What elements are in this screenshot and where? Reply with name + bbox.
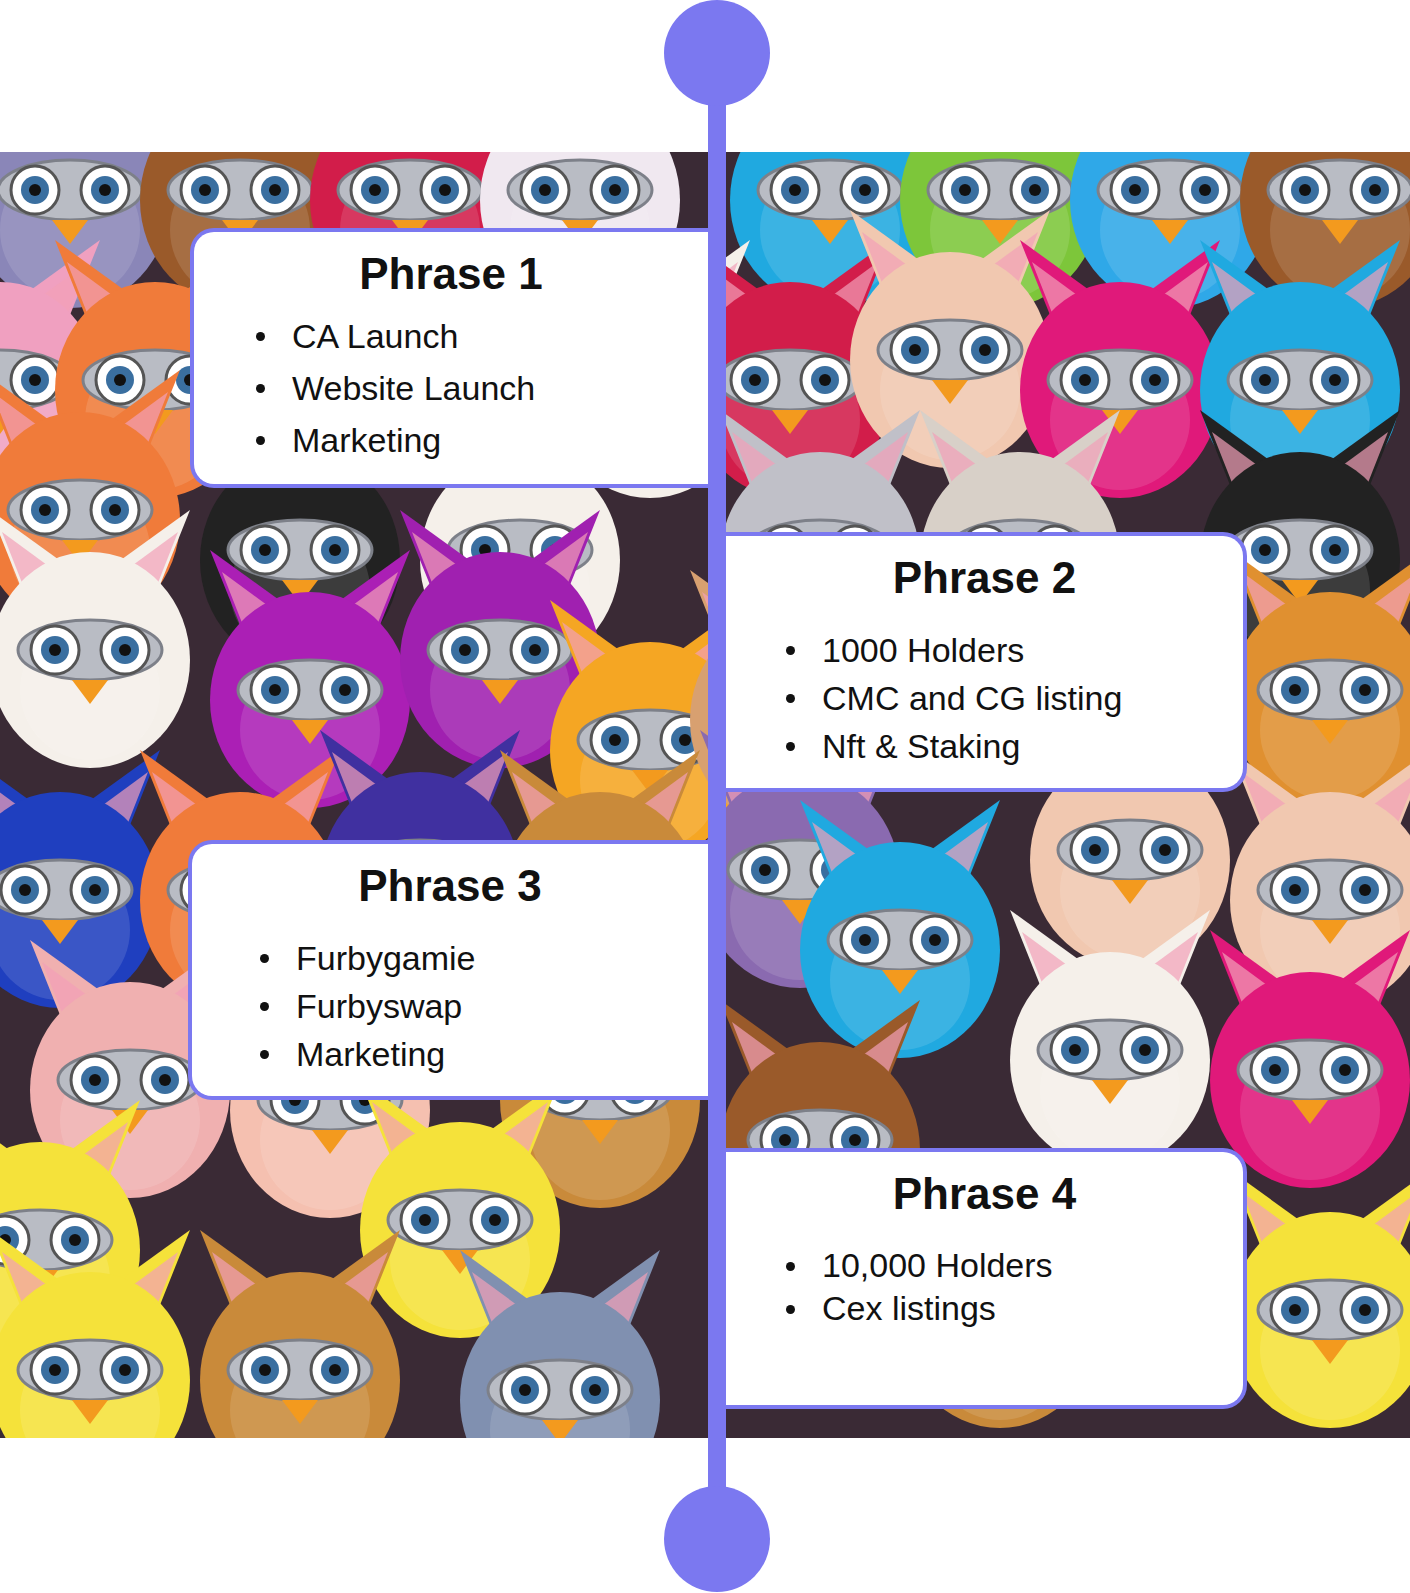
milestone-text: Marketing (296, 1035, 445, 1073)
phase-box: Phrase 4 10,000 HoldersCex listings (726, 1148, 1247, 1409)
bullet-dot (260, 954, 269, 963)
bullet-dot (786, 1262, 795, 1271)
list-item: Website Launch (194, 362, 708, 414)
timeline-line (708, 60, 726, 1535)
furby (1230, 550, 1410, 808)
list-item: Furbyswap (192, 982, 708, 1030)
timeline-dot (664, 1486, 770, 1592)
phase-heading: Phrase 1 (194, 248, 708, 300)
bullet-dot (786, 742, 795, 751)
phase-list: 1000 HoldersCMC and CG listingNft & Stak… (726, 626, 1243, 770)
furby (1010, 910, 1210, 1168)
milestone-text: CMC and CG listing (822, 679, 1122, 717)
phase-box: Phrase 1 CA LaunchWebsite LaunchMarketing (190, 228, 708, 488)
phase-box: Phrase 3 FurbygamieFurbyswapMarketing (188, 840, 708, 1100)
list-item: CMC and CG listing (726, 674, 1243, 722)
phase-list: FurbygamieFurbyswapMarketing (192, 934, 708, 1078)
milestone-text: Furbygamie (296, 939, 476, 977)
furby (200, 1230, 400, 1438)
bullet-dot (256, 332, 265, 341)
bullet-dot (786, 1305, 795, 1314)
furby (1230, 1170, 1410, 1428)
phase-list: 10,000 HoldersCex listings (726, 1244, 1243, 1330)
bullet-dot (786, 694, 795, 703)
list-item: CA Launch (194, 310, 708, 362)
phase-list: CA LaunchWebsite LaunchMarketing (194, 310, 708, 466)
furby (0, 750, 160, 1008)
phase-box: Phrase 2 1000 HoldersCMC and CG listingNf… (726, 532, 1247, 792)
list-item: Nft & Staking (726, 722, 1243, 770)
milestone-text: CA Launch (292, 317, 458, 355)
timeline-dot (664, 0, 770, 106)
furby (460, 1250, 660, 1438)
milestone-text: 1000 Holders (822, 631, 1024, 669)
milestone-text: Nft & Staking (822, 727, 1020, 765)
milestone-text: Cex listings (822, 1289, 996, 1327)
furby (0, 510, 190, 768)
furby (0, 1230, 190, 1438)
milestone-text: 10,000 Holders (822, 1246, 1053, 1284)
list-item: 10,000 Holders (726, 1244, 1243, 1287)
furby (210, 550, 410, 808)
bullet-dot (260, 1002, 269, 1011)
bullet-dot (256, 436, 265, 445)
list-item: Marketing (192, 1030, 708, 1078)
list-item: Marketing (194, 414, 708, 466)
phase-heading: Phrase 4 (726, 1168, 1243, 1220)
milestone-text: Marketing (292, 421, 441, 459)
furby (1240, 152, 1410, 308)
milestone-text: Website Launch (292, 369, 535, 407)
bullet-dot (256, 384, 265, 393)
list-item: Cex listings (726, 1287, 1243, 1330)
bullet-dot (786, 646, 795, 655)
furby (1210, 930, 1410, 1188)
phase-heading: Phrase 3 (192, 860, 708, 912)
list-item: Furbygamie (192, 934, 708, 982)
phase-heading: Phrase 2 (726, 552, 1243, 604)
list-item: 1000 Holders (726, 626, 1243, 674)
furby-group (0, 152, 1410, 1438)
furby (850, 210, 1050, 468)
bullet-dot (260, 1050, 269, 1059)
milestone-text: Furbyswap (296, 987, 462, 1025)
